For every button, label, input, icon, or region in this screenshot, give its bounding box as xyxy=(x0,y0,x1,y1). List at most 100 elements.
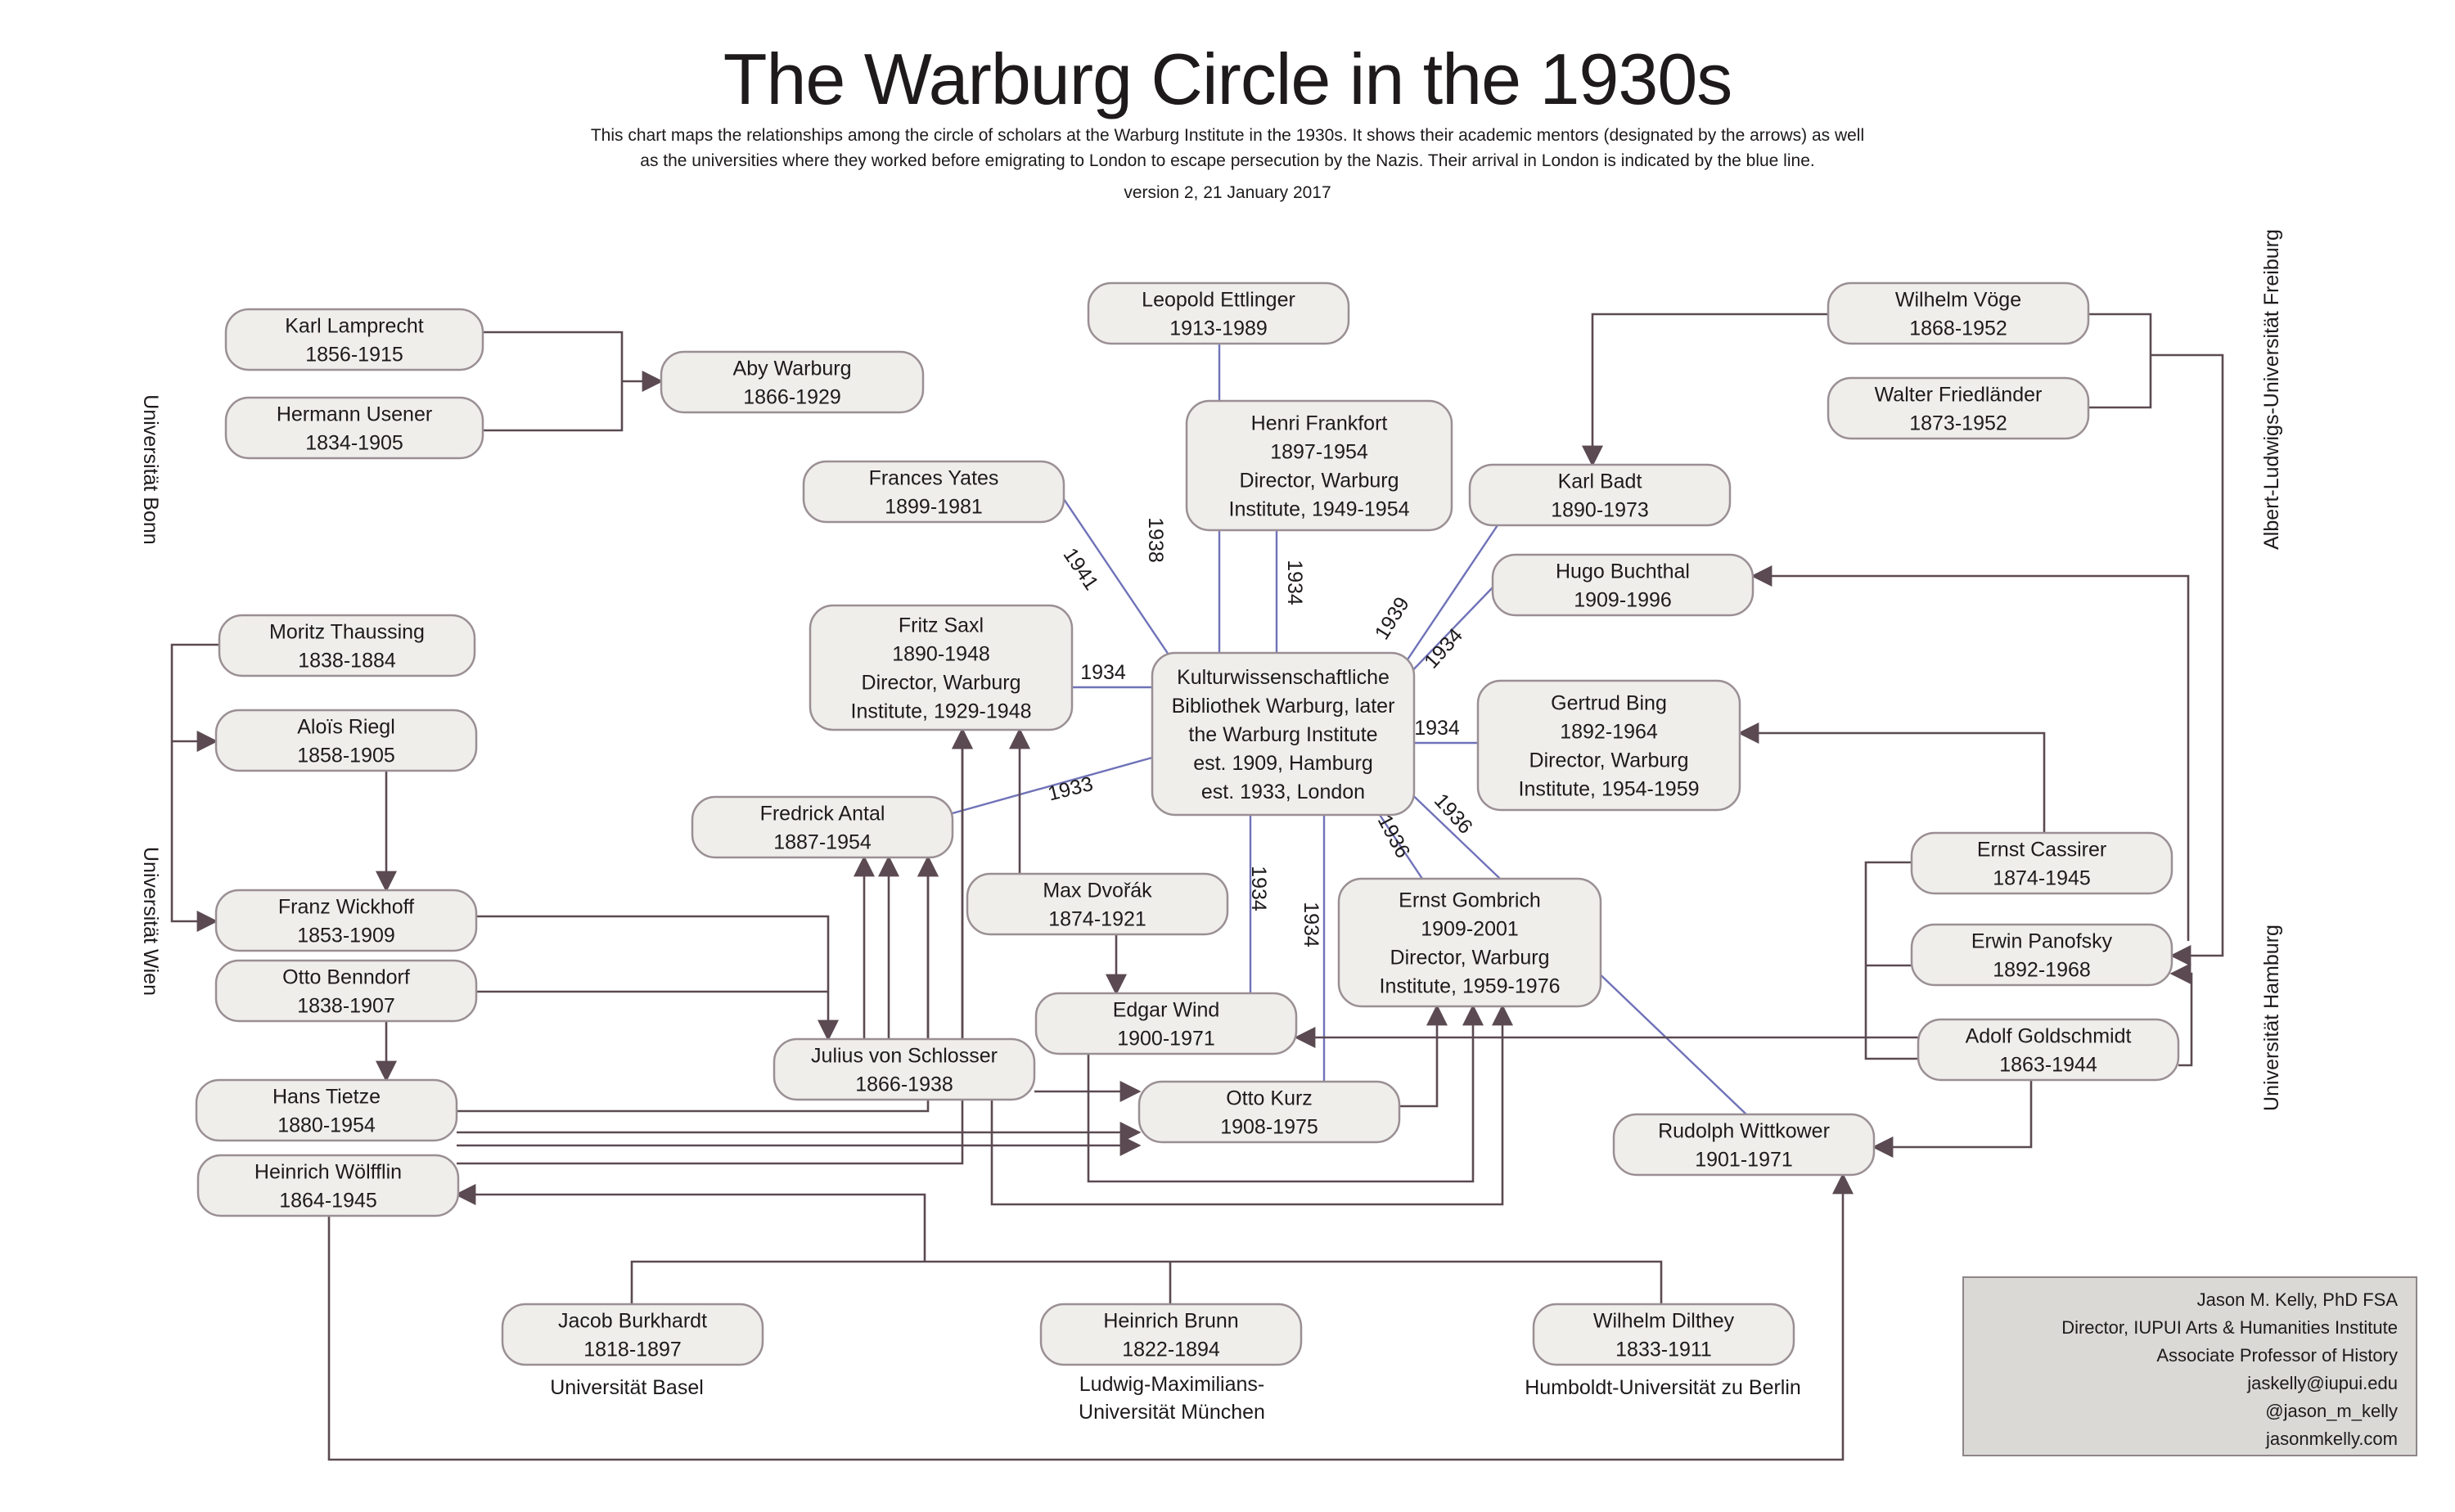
node-text-line: Franz Wickhoff xyxy=(278,896,414,919)
mentor-arrow xyxy=(2151,353,2224,966)
node-box xyxy=(195,1078,458,1142)
node-text-line: Wilhelm Dilthey xyxy=(1593,1310,1735,1333)
node-box xyxy=(1917,1018,2180,1082)
node-text-line: Bibliothek Warburg, later xyxy=(1172,695,1395,718)
node-text-line: Karl Badt xyxy=(1558,470,1642,493)
node-text-line: 1908-1975 xyxy=(1220,1116,1318,1139)
arrival-lines xyxy=(952,344,1747,1115)
node-text-line: 1864-1945 xyxy=(279,1190,377,1213)
node-text-line: 1880-1954 xyxy=(277,1114,376,1137)
mentor-arrows xyxy=(170,313,2224,1461)
node-text-line: Julius von Schlosser xyxy=(811,1045,998,1068)
node-box xyxy=(1151,651,1416,817)
scholar-node-wittkower: Rudolph Wittkower 1901-1971 xyxy=(1612,1113,1876,1177)
node-box xyxy=(1087,281,1350,345)
node-text-line: Frances Yates xyxy=(869,467,999,490)
node-text-line: 1833-1911 xyxy=(1615,1339,1712,1361)
node-box xyxy=(1612,1113,1876,1177)
arrival-line-yates xyxy=(1063,498,1173,660)
mentor-arrow xyxy=(327,1172,1854,1461)
node-box xyxy=(966,872,1229,936)
node-text-line: Edgar Wind xyxy=(1113,999,1220,1022)
node-text-line: 1858-1905 xyxy=(297,745,395,767)
node-text-line: Institute, 1949-1954 xyxy=(1229,498,1410,521)
mentor-arrow xyxy=(1087,1004,1484,1183)
credit-twitter[interactable]: @jason_m_kelly xyxy=(2265,1401,2398,1421)
node-text-line: 1897-1954 xyxy=(1270,441,1368,464)
node-text-line: Institute, 1929-1948 xyxy=(851,700,1032,723)
node-text-line: 1890-1948 xyxy=(892,643,990,666)
credit-position: Associate Professor of History xyxy=(2156,1345,2398,1366)
mentor-arrow xyxy=(483,331,624,432)
node-text-line: Adolf Goldschmidt xyxy=(1966,1025,2132,1048)
scholar-node-tietze: Hans Tietze 1880-1954 xyxy=(195,1078,458,1142)
credit-website[interactable]: jasonmkelly.com xyxy=(2266,1429,2398,1449)
node-box xyxy=(196,1154,460,1217)
node-text-line: Ernst Cassirer xyxy=(1977,839,2106,862)
node-box xyxy=(1039,1303,1303,1366)
node-text-line: est. 1933, London xyxy=(1201,781,1365,803)
node-text-line: Leopold Ettlinger xyxy=(1142,289,1295,312)
node-text-line: Hermann Usener xyxy=(277,403,432,426)
node-text-line: Director, Warburg xyxy=(1529,749,1689,772)
node-text-line: Heinrich Wölfflin xyxy=(255,1161,402,1184)
mentor-arrow xyxy=(1872,1080,2033,1158)
arrival-year-label: 1934 xyxy=(1414,717,1460,740)
node-text-line: Hans Tietze xyxy=(273,1086,381,1109)
node-box xyxy=(1910,831,2173,895)
node-text-line: Karl Lamprecht xyxy=(285,315,424,338)
node-box xyxy=(1337,877,1602,1008)
node-text-line: Otto Benndorf xyxy=(282,966,410,989)
university-label-munich: Universität München xyxy=(1079,1401,1265,1424)
scholar-node-wickhoff: Franz Wickhoff 1853-1909 xyxy=(214,889,478,952)
subtitle-line: This chart maps the relationships among … xyxy=(590,126,1865,145)
credit-email[interactable]: jaskelly@iupui.edu xyxy=(2247,1373,2398,1393)
node-box xyxy=(214,959,478,1023)
node-text-line: Heinrich Brunn xyxy=(1103,1310,1238,1333)
node-box xyxy=(214,889,478,952)
chart-subtitle: This chart maps the relationships among … xyxy=(491,123,1964,173)
university-label-wien: Universität Wien xyxy=(139,847,162,996)
node-text-line: Director, Warburg xyxy=(862,672,1021,695)
credit-name: Jason M. Kelly, PhD FSA xyxy=(2196,1289,2398,1310)
node-text-line: 1901-1971 xyxy=(1695,1149,1793,1172)
arrival-year-label: 1936 xyxy=(1430,790,1477,839)
arrival-year-label: 1936 xyxy=(1373,811,1415,862)
node-text-line: 1856-1915 xyxy=(305,344,403,367)
scholar-node-yates: Frances Yates 1899-1981 xyxy=(802,460,1065,524)
mentor-arrow xyxy=(990,1004,1513,1206)
mentor-arrow xyxy=(1864,861,1918,1060)
node-text-line: Max Dvořák xyxy=(1043,880,1152,902)
arrival-year-label: 1934 xyxy=(1300,902,1322,947)
credit-title: Director, IUPUI Arts & Humanities Instit… xyxy=(2061,1317,2398,1338)
mentor-arrow xyxy=(1750,565,2190,941)
arrival-line-badt xyxy=(1400,524,1498,670)
node-text-line: 1866-1929 xyxy=(743,386,841,409)
node-text-line: 1868-1952 xyxy=(1909,317,2007,340)
node-box xyxy=(1468,463,1732,527)
node-box xyxy=(773,1037,1036,1101)
node-text-line: Director, Warburg xyxy=(1240,470,1399,493)
node-box xyxy=(1137,1080,1401,1144)
university-label-hamburg: Universität Hamburg xyxy=(2260,925,2283,1111)
node-text-line: Moritz Thaussing xyxy=(269,621,425,644)
node-text-line: 1853-1909 xyxy=(297,925,395,947)
node-text-line: 1834-1905 xyxy=(305,432,403,455)
university-label-munich: Ludwig-Maximilians- xyxy=(1079,1373,1264,1396)
node-box xyxy=(1910,923,2173,987)
node-box xyxy=(1185,399,1453,532)
node-text-line: 1899-1981 xyxy=(885,496,983,519)
node-text-line: Aloïs Riegl xyxy=(297,716,395,739)
node-text-line: Rudolph Wittkower xyxy=(1658,1120,1830,1143)
node-text-line: Director, Warburg xyxy=(1390,947,1550,970)
